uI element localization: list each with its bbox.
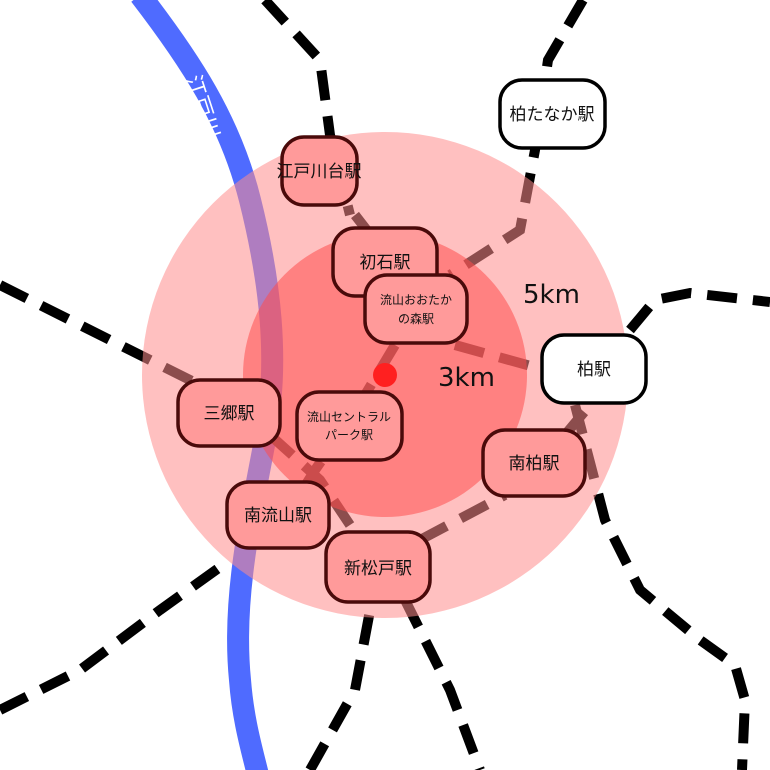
station-central-park[interactable]: 流山セントラル パーク駅 xyxy=(295,390,404,462)
station-minami-nagareyama-label: 南流山駅 xyxy=(244,506,312,526)
station-kashiwa-tanaka[interactable]: 柏たなか駅 xyxy=(498,78,607,150)
station-misato[interactable]: 三郷駅 xyxy=(176,378,282,448)
station-shin-matsudo-label: 新松戸駅 xyxy=(344,559,412,579)
ring-5km-label: 5km xyxy=(523,280,580,310)
station-minami-nagareyama[interactable]: 南流山駅 xyxy=(225,480,331,550)
station-otakanomori-label-2: の森駅 xyxy=(398,311,434,326)
station-central-park-label-1: 流山セントラル xyxy=(307,410,391,424)
station-otakanomori[interactable]: 流山おおたか の森駅 xyxy=(363,273,469,345)
rail-joban-south-1 xyxy=(570,403,751,770)
station-otakanomori-label-1: 流山おおたか xyxy=(380,293,452,307)
station-edogawadai-label: 江戸川台駅 xyxy=(277,162,362,182)
rail-tobu-east xyxy=(626,287,770,334)
station-minami-kashiwa-label: 南柏駅 xyxy=(509,454,560,474)
ring-3km-label: 3km xyxy=(438,363,495,393)
station-edogawadai[interactable]: 江戸川台駅 xyxy=(277,135,362,207)
station-minami-kashiwa[interactable]: 南柏駅 xyxy=(481,428,587,498)
station-kashiwa[interactable]: 柏駅 xyxy=(540,333,648,405)
station-shin-matsudo[interactable]: 新松戸駅 xyxy=(324,530,432,604)
station-hatsuishi-label: 初石駅 xyxy=(360,253,411,273)
center-point xyxy=(373,363,397,387)
station-central-park-label-2: パーク駅 xyxy=(325,428,373,442)
rail-musashino-sw xyxy=(0,555,233,715)
station-kashiwa-tanaka-label: 柏たなか駅 xyxy=(510,105,595,125)
rail-joban-south-3 xyxy=(400,597,485,770)
rail-tsukuba-upper xyxy=(447,0,588,280)
station-kashiwa-label: 柏駅 xyxy=(577,360,611,380)
station-misato-label: 三郷駅 xyxy=(204,404,255,424)
rail-joban-south-2 xyxy=(305,599,377,770)
